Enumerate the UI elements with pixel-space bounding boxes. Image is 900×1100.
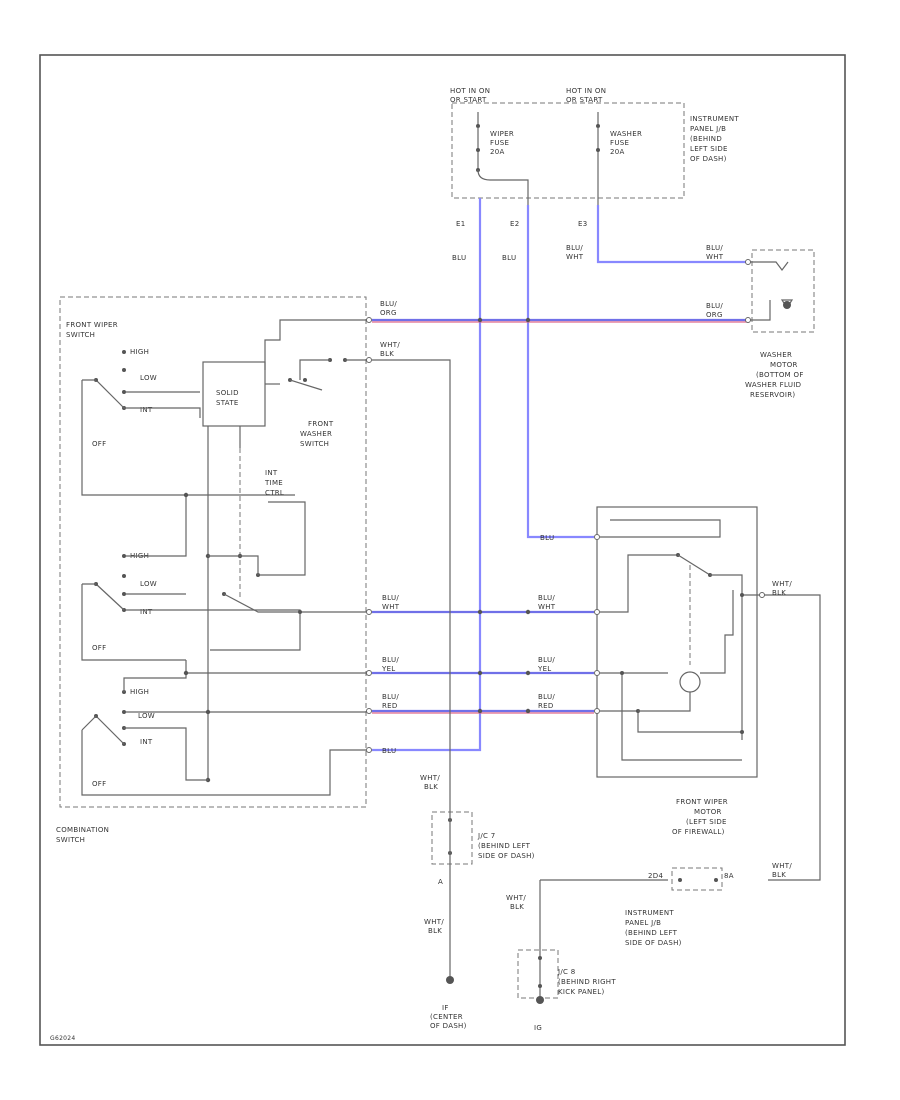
wire-label-blu-2: BLU [502,254,516,262]
ground-ig-icon [536,996,544,1004]
connector-e3: E3 [578,220,587,228]
wire-label-blu-1: BLU [452,254,466,262]
wire-label-blu-org-sw: BLU/ORG [380,300,397,317]
wire-label-blu-wht-top: BLU/WHT [566,244,584,261]
wire-label-wht-blk-sw: WHT/BLK [380,341,400,358]
pin-a-label: A [438,878,443,886]
wiper-motor-icon [679,671,701,693]
wire-label-blu-red-mid: BLU/RED [538,693,555,710]
wire-label-blu-motor-in: BLU [540,534,554,542]
combination-switch-box [59,296,367,808]
off-label-1: OFF [92,440,106,448]
wire-label-wht-blk-jb: WHT/BLK [772,862,792,879]
solid-state-box [202,361,266,427]
wire-label-blu-yel-sw: BLU/YEL [381,656,399,673]
wire-label-blu-wht-sw: BLU/WHT [382,594,400,611]
wire-label-blu-org-motor: BLU/ORG [706,302,723,319]
connector-e1: E1 [456,220,465,228]
off-label-3: OFF [92,780,106,788]
instrument-panel-jb-top-box [451,102,685,199]
low-label-3: LOW [138,712,155,720]
wire-label-blu-red-sw: BLU/RED [382,693,399,710]
connector-e2: E2 [510,220,519,228]
low-label-1: LOW [140,374,157,382]
diagram-frame [39,54,846,1046]
int-label-3: INT [140,738,153,746]
int-label-2: INT [140,608,153,616]
wire-e3-blu-wht [596,205,746,264]
pin-8a-label: 8A [724,872,734,880]
wire-label-blu-bot: BLU [382,747,396,755]
wire-label-blu-yel-mid: BLU/YEL [537,656,555,673]
low-label-2: LOW [140,580,157,588]
wire-label-blu-wht-mid: BLU/WHT [538,594,556,611]
jc7-box [431,811,473,865]
wire-label-wht-blk-gnd2: WHT/BLK [424,918,444,935]
jc8-box [517,949,559,999]
wire-label-wht-blk-gnd1: WHT/BLK [420,774,440,791]
instrument-panel-jb-bottom-box [671,867,723,891]
wire-label-wht-blk-motor: WHT/BLK [772,580,792,597]
wire-e2-blu [526,205,594,539]
document-id: G62024 [50,1035,76,1042]
wire-label-wht-blk-gnd3: WHT/BLK [506,894,526,911]
ground-ig-label: IG [534,1024,542,1032]
ground-if-icon [446,976,454,984]
wire-e1-blu [372,198,482,752]
off-label-2: OFF [92,644,106,652]
int-label-1: INT [140,406,153,414]
front-wiper-motor-box [596,506,758,778]
wire-label-blu-wht-motor: BLU/WHT [706,244,724,261]
high-label-1: HIGH [130,348,149,356]
high-label-3: HIGH [130,688,149,696]
pin-2d4-label: 2D4 [648,872,663,880]
